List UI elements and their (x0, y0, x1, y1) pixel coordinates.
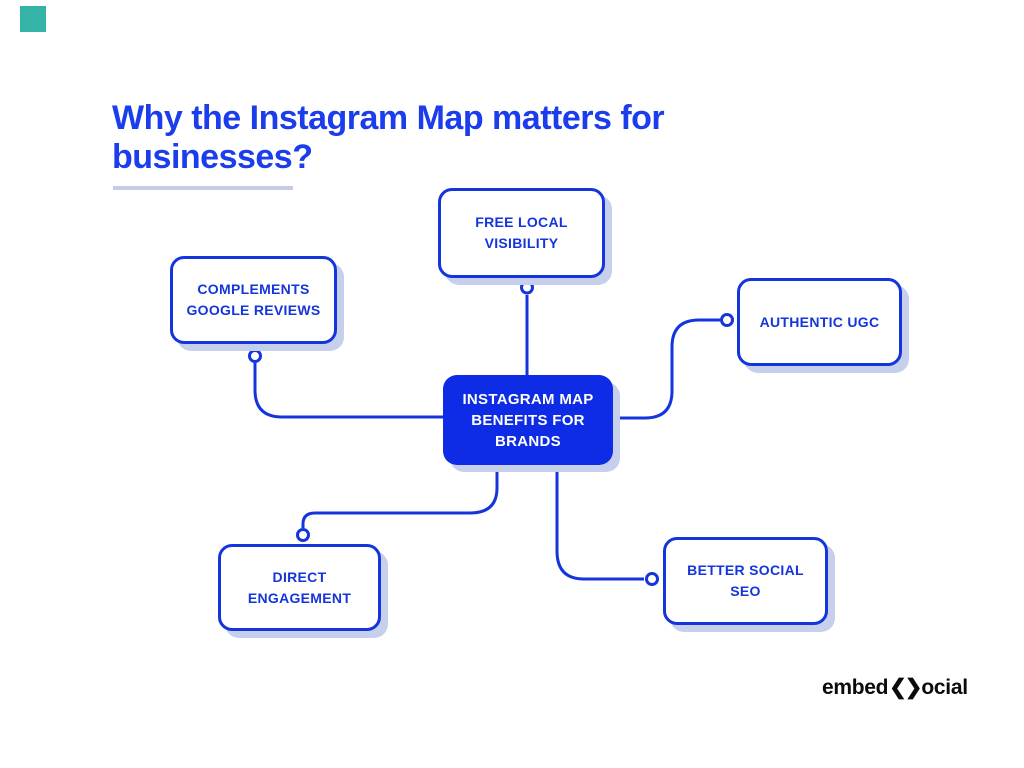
center-node-label: INSTAGRAM MAP BENEFITS FOR BRANDS (462, 390, 594, 450)
connector-dot-bottom-left (296, 528, 310, 542)
node-label: FREE LOCAL VISIBILITY (475, 214, 568, 251)
node-label: BETTER SOCIAL SEO (687, 562, 804, 599)
connector-bottom-right (555, 464, 644, 581)
connector-dot-top (520, 280, 534, 295)
node-center-instagram-map-benefits: INSTAGRAM MAP BENEFITS FOR BRANDS (443, 375, 613, 465)
connector-bottom-left (301, 464, 499, 528)
connector-right (614, 318, 720, 420)
connector-dot-left (248, 349, 262, 363)
node-better-social-seo: BETTER SOCIAL SEO (663, 537, 828, 625)
node-label: DIRECT ENGAGEMENT (247, 568, 352, 606)
node-authentic-ugc: AUTHENTIC UGC (737, 278, 902, 366)
logo-suffix: ocial (921, 676, 968, 699)
embedsocial-logo: embed❮❯ocial (822, 675, 968, 700)
title-underline (113, 186, 293, 190)
teal-corner-marker (20, 6, 46, 32)
connector-dot-right (720, 313, 734, 327)
node-label: COMPLEMENTS GOOGLE REVIEWS (186, 281, 321, 318)
node-label: AUTHENTIC UGC (759, 313, 880, 330)
node-complements-google-reviews: COMPLEMENTS GOOGLE REVIEWS (170, 256, 337, 344)
node-free-local-visibility: FREE LOCAL VISIBILITY (438, 188, 605, 278)
logo-chevrons-icon: ❮❯ (889, 676, 922, 699)
page-title: Why the Instagram Map matters for busine… (112, 98, 665, 176)
connector-left (253, 363, 443, 419)
logo-prefix: embed (822, 676, 889, 699)
connector-dot-bottom-right (645, 572, 659, 586)
node-direct-engagement: DIRECT ENGAGEMENT (218, 544, 381, 631)
